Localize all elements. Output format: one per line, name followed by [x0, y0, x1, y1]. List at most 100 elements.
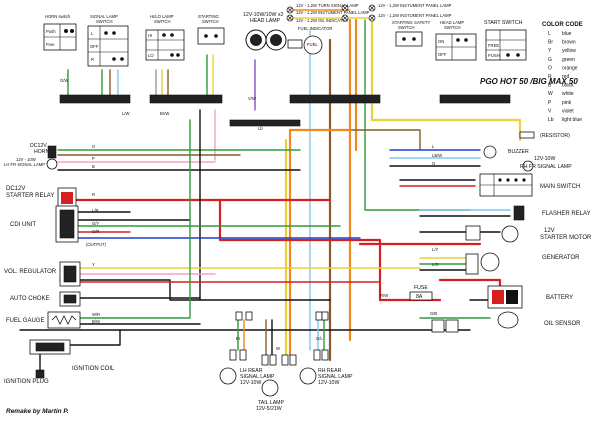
svg-text:G/B: G/B: [430, 311, 437, 316]
svg-text:G: G: [92, 144, 95, 149]
cdi-unit: CDI UNIT (OUTPUT): [10, 205, 107, 247]
main-switch: MAIN SWITCH: [479, 173, 580, 197]
svg-text:SIGNAL LAMP: SIGNAL LAMP: [90, 14, 118, 19]
svg-text:L: L: [432, 144, 435, 149]
lh-rear-signal-lamp: LH REAR SIGNAL LAMP 12V-10W: [219, 349, 275, 386]
svg-text:FUEL: FUEL: [307, 42, 318, 47]
connector-bar-right: [289, 94, 381, 104]
svg-text:SWITCH: SWITCH: [398, 25, 415, 30]
svg-text:G/Y: G/Y: [92, 221, 99, 226]
svg-text:W/R: W/R: [92, 312, 100, 317]
svg-text:12V - 1,2W INSTUMENT PANEL LAM: 12V - 1,2W INSTUMENT PANEL LAMP: [378, 3, 452, 8]
lh-fr-signal-lamp: 12V - 10W LH FR SIGNAL LAMP: [4, 157, 58, 170]
svg-text:SIGNAL LAMP: SIGNAL LAMP: [240, 374, 275, 380]
wires: [19, 9, 522, 371]
svg-text:12V: 12V: [544, 228, 555, 234]
svg-text:RH REAR: RH REAR: [318, 368, 342, 374]
svg-text:FUEL GAUGE: FUEL GAUGE: [6, 318, 44, 324]
svg-text:OFF: OFF: [438, 52, 447, 57]
legend-code-black: B: [548, 83, 552, 89]
svg-text:LH REAR: LH REAR: [240, 368, 263, 374]
svg-text:SWITCH: SWITCH: [444, 25, 461, 30]
oil-sensor: OIL SENSOR: [497, 311, 581, 329]
svg-text:(OUTPUT): (OUTPUT): [86, 242, 107, 247]
svg-text:12V-10W/10W x2: 12V-10W/10W x2: [243, 12, 283, 18]
wire-black-2: [59, 279, 331, 301]
svg-text:OFF: OFF: [90, 44, 99, 49]
svg-text:G/L: G/L: [316, 336, 323, 341]
svg-text:HI: HI: [148, 33, 152, 38]
svg-text:FUSE: FUSE: [414, 285, 428, 291]
legend-code-white: W: [548, 91, 553, 97]
legend-code-light-blue: Lb: [548, 117, 554, 123]
legend-name-orange: orange: [562, 65, 578, 71]
connector-bar-far-right: [439, 94, 511, 104]
wire-orange-tail: [288, 128, 352, 357]
svg-text:12V-10W: 12V-10W: [240, 380, 261, 386]
wire-red-main: [70, 198, 442, 302]
svg-text:SWITCH: SWITCH: [96, 19, 113, 24]
svg-text:Br: Br: [236, 336, 241, 341]
svg-text:Br/W: Br/W: [160, 111, 169, 116]
signal-lamp-switch: SIGNAL LAMP SWITCH L OFF R: [87, 14, 129, 67]
fuel-indicator: FUEL INDICATOR FUEL: [287, 26, 332, 55]
svg-text:O: O: [432, 161, 436, 166]
legend-code-yellow: Y: [548, 48, 552, 54]
resistor: (RESISTOR): [519, 131, 570, 139]
legend-name-blue: blue: [562, 31, 572, 37]
ignition-plug: IGNITION PLUG: [4, 369, 49, 385]
svg-text:L/R: L/R: [92, 208, 99, 213]
svg-text:STARTER RELAY: STARTER RELAY: [6, 193, 54, 199]
svg-text:LO: LO: [148, 53, 154, 58]
svg-text:(RESISTOR): (RESISTOR): [540, 133, 570, 139]
svg-text:Free: Free: [46, 42, 55, 47]
svg-text:RH FR SIGNAL LAMP: RH FR SIGNAL LAMP: [520, 164, 572, 170]
legend-name-black: black: [562, 83, 574, 89]
svg-text:Push: Push: [46, 29, 56, 34]
horn-switch: HORN switch Push Free G/W: [43, 14, 77, 83]
fuel-gauge: FUEL GAUGE: [6, 311, 81, 329]
svg-text:LB/W: LB/W: [432, 153, 442, 158]
svg-text:L/G: L/G: [432, 262, 439, 267]
svg-text:TAIL LAMP: TAIL LAMP: [258, 400, 284, 406]
legend-code-orange: O: [548, 65, 552, 71]
svg-text:P: P: [92, 156, 95, 161]
svg-text:FLASHER RELAY: FLASHER RELAY: [542, 211, 591, 217]
mid-connectors: [235, 225, 481, 333]
svg-text:OIL SENSOR: OIL SENSOR: [544, 321, 581, 327]
legend-code-pink: P: [548, 100, 552, 106]
indicator-lamps: 12V - 1,2W TURN SIGNAL LAMP 12V - 1,2W I…: [286, 3, 452, 23]
legend-name-red: red: [562, 74, 569, 80]
svg-text:12V - 1,2W OIL INDICATOR: 12V - 1,2W OIL INDICATOR: [296, 18, 349, 23]
svg-text:START SWITCH: START SWITCH: [484, 20, 523, 26]
head-lamp-switch: HEAD LAMP SWITCH ON OFF: [435, 20, 477, 61]
legend-name-green: green: [562, 57, 575, 63]
wire-yellow-trunk: [370, 18, 522, 142]
starter-relay: DC12V STARTER RELAY: [6, 186, 77, 209]
legend-code-green: G: [548, 57, 552, 63]
svg-text:STARTING SAFETY: STARTING SAFETY: [392, 20, 430, 25]
svg-text:MAIN SWITCH: MAIN SWITCH: [540, 184, 580, 190]
buzzer: BUZZER: [483, 145, 529, 159]
svg-text:FREE: FREE: [488, 43, 499, 48]
svg-text:R/W: R/W: [380, 293, 388, 298]
rh-rear-signal-lamp: RH REAR SIGNAL LAMP 12V-10W: [299, 349, 353, 386]
legend-heading: COLOR CODE: [542, 22, 583, 28]
svg-text:SIGNAL LAMP: SIGNAL LAMP: [318, 374, 353, 380]
starter-motor: 12V STARTER MOTOR: [501, 225, 592, 243]
voltage-regulator: VOL. REGULATOR: [4, 261, 81, 287]
legend-name-yellow: yellow: [562, 48, 576, 54]
auto-choke: AUTO CHOKE: [10, 291, 81, 307]
svg-text:L: L: [91, 31, 94, 36]
start-switch: START SWITCH FREE PUSH: [484, 20, 527, 61]
svg-text:ON: ON: [438, 39, 444, 44]
legend-name-pink: pink: [562, 100, 572, 106]
svg-text:R: R: [92, 192, 95, 197]
svg-text:12V-10W: 12V-10W: [534, 156, 555, 162]
svg-text:L/W: L/W: [122, 111, 129, 116]
svg-text:STARTER MOTOR: STARTER MOTOR: [540, 235, 592, 241]
generator: GENERATOR: [480, 252, 580, 272]
svg-text:12V-5/21W: 12V-5/21W: [256, 406, 282, 412]
wire-fuel-1: [79, 119, 191, 319]
